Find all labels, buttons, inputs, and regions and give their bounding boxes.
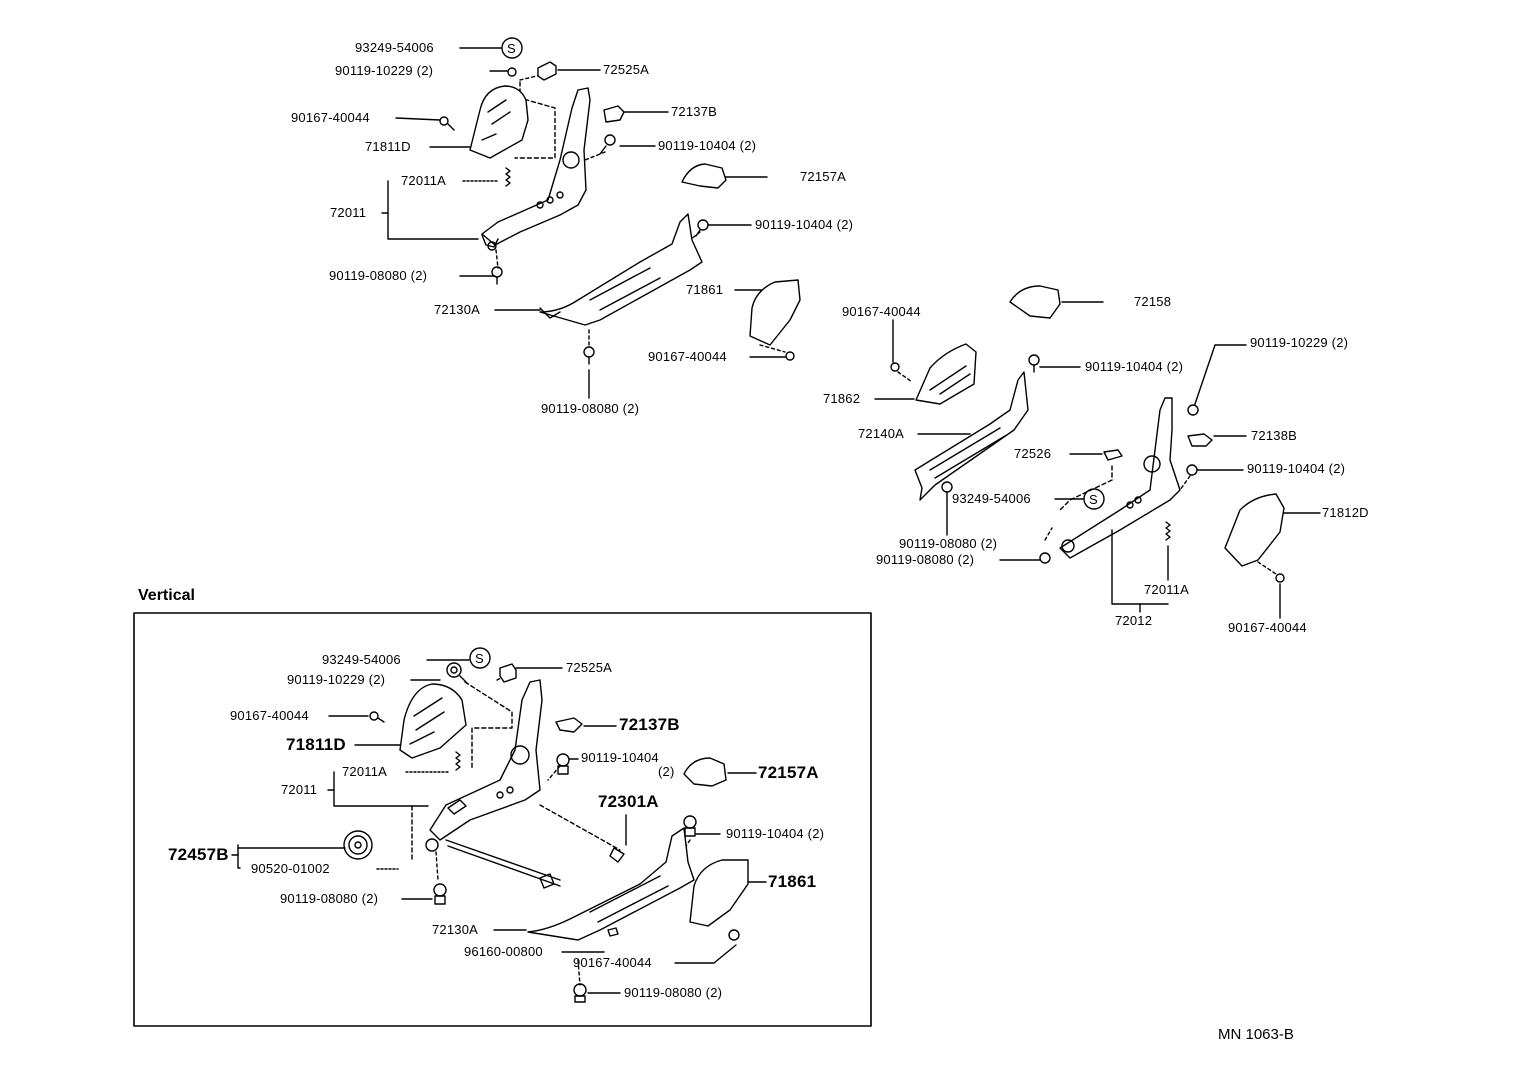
bracket-72138B [1187,433,1213,447]
s-marker-text: S [507,41,516,56]
part-label: 72137B [671,104,718,119]
part-label: 93249-54006 [355,40,434,55]
part-label: 90119-08080 (2) [280,891,379,906]
part-label: 90167-40044 [291,110,370,125]
part-label: 72011A [1144,582,1190,597]
s-marker-right: S [1083,488,1105,510]
seat-frame-72011 [429,679,543,841]
part-label: 72011 [281,782,318,797]
part-label: 71862 [823,391,861,406]
part-label: 72011 [330,205,367,220]
part-label: 72011A [342,764,388,779]
part-label: 71811D [365,139,411,154]
part-label: 72130A [434,302,481,317]
part-label: 72137B [619,715,680,734]
part-label: 71861 [768,872,817,891]
figure-code: MN 1063-B [1218,1026,1294,1043]
part-label: 90119-10404 (2) [755,217,854,232]
vertical-section-title: Vertical [138,587,195,604]
cover-71862 [915,343,977,405]
part-label: 72158 [1134,294,1172,309]
part-label: 93249-54006 [322,652,401,667]
part-label: 90119-08080 (2) [624,985,723,1000]
part-label: 90119-10404 (2) [726,826,825,841]
part-label: 72157A [800,169,847,184]
cover-72158 [1009,285,1061,319]
bar-72301A [445,839,561,887]
upper-left-assembly: S [381,37,801,399]
cover-72157A [683,757,727,787]
part-label: 72526 [1014,446,1052,461]
part-label: 72301A [598,792,659,811]
part-label: 90119-08080 (2) [876,552,975,567]
clip-72525A [537,61,557,81]
cover-71861 [689,859,749,927]
s-marker-upper: S [501,37,523,59]
vertical-assembly: S [231,647,767,1003]
part-label: 72525A [566,660,613,675]
part-label: 72138B [1251,428,1298,443]
part-label: (2) [658,764,675,779]
rail-72130A [527,827,695,941]
part-label: 90119-10229 (2) [335,63,434,78]
part-label: 71812D [1322,505,1369,520]
seat-frame-72011 [481,87,591,246]
part-label: 90119-10404 [581,750,659,765]
part-label: 90119-10229 (2) [287,672,386,687]
seat-frame-72012 [1059,397,1181,559]
part-label: 72457B [168,845,229,864]
cover-71811D [399,683,467,759]
cover-72157A [681,163,727,189]
part-label: 93249-54006 [952,491,1031,506]
bracket-72137B [555,717,583,733]
part-label: 90520-01002 [251,861,330,876]
rail-72130A [539,213,703,326]
part-label: 90167-40044 [1228,620,1307,635]
part-label: 72140A [858,426,905,441]
cover-71812D [1224,493,1285,567]
part-label: 72011A [401,173,447,188]
part-label: 72157A [758,763,819,782]
s-marker-vertical: S [469,647,491,669]
clip-72525A [499,663,517,683]
part-label: 90119-08080 (2) [329,268,428,283]
s-marker-text: S [1089,492,1098,507]
part-label: 90119-08080 (2) [541,401,640,416]
part-label: 90167-40044 [573,955,652,970]
rail-72140A [914,371,1029,501]
right-assembly: S [874,285,1321,619]
part-label: 72525A [603,62,650,77]
part-label: 72130A [432,922,479,937]
s-marker-text: S [475,651,484,666]
part-label: 90119-08080 (2) [899,536,998,551]
part-label: 90167-40044 [842,304,921,319]
clip-72526 [1103,449,1123,461]
part-label: 90167-40044 [230,708,309,723]
part-label: 90119-10229 (2) [1250,335,1349,350]
cover-71811D [469,85,529,159]
part-label: 90119-10404 (2) [1247,461,1346,476]
part-label: 90119-10404 (2) [658,138,757,153]
part-label: 90119-10404 (2) [1085,359,1184,374]
part-label: 72012 [1115,613,1153,628]
part-label: 71861 [686,282,724,297]
knob-72457B [343,830,373,860]
part-label: 90167-40044 [648,349,727,364]
cover-71861 [749,279,801,346]
part-label: 71811D [286,735,346,754]
part-label: 96160-00800 [464,944,543,959]
vertical-frame [133,612,872,1027]
bracket-72137B [603,105,625,123]
